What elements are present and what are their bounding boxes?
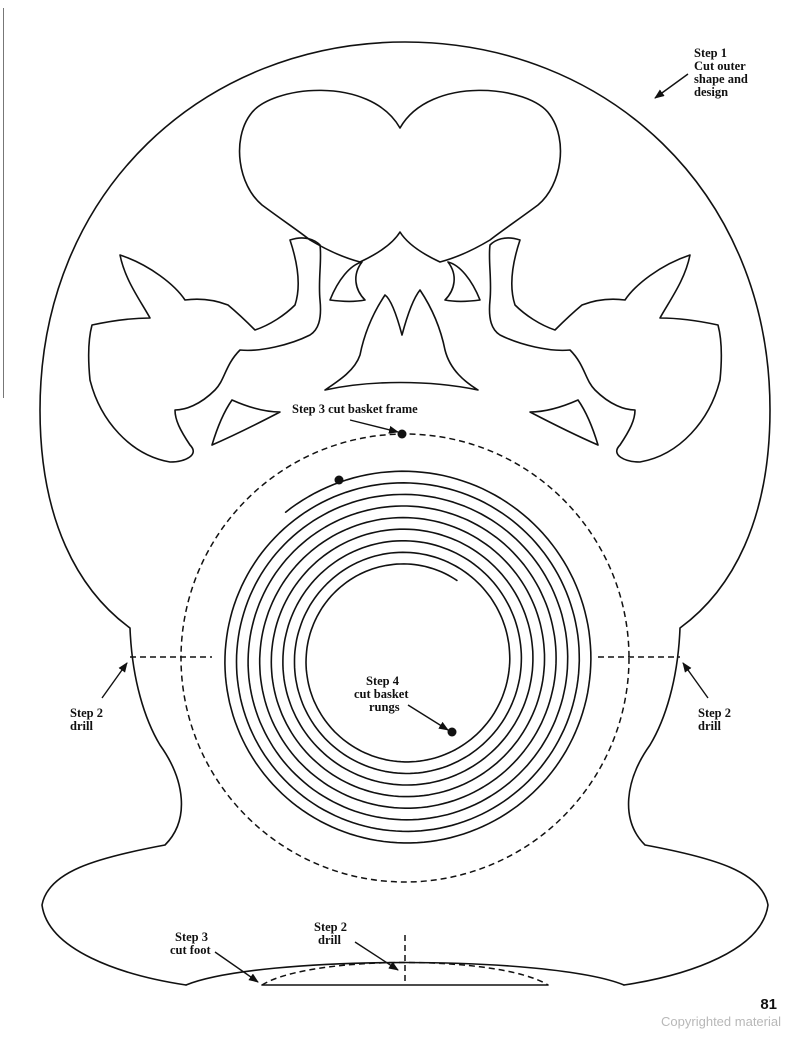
margin-rule (3, 8, 4, 398)
page-number: 81 (760, 996, 777, 1013)
foot-cut-line (261, 961, 549, 986)
spiral-start-dot (334, 475, 344, 485)
step3-frame-arrow (349, 419, 399, 434)
step2-right-label: Step 2 drill (698, 706, 734, 733)
step1-label: Step 1 Cut outer shape and design (694, 46, 751, 99)
step4-arrow (407, 704, 449, 731)
right-triangle-cutout (529, 399, 599, 446)
right-flame-cutout (444, 261, 481, 303)
step2-left-label: Step 2 drill (70, 706, 106, 733)
step2-left-arrow (101, 662, 128, 699)
left-flame-cutout (329, 261, 366, 303)
basket-rungs-spiral (224, 470, 592, 844)
spiral-end-dot (447, 727, 457, 737)
step2-bottom-label: Step 2 drill (314, 920, 350, 947)
step4-label: Step 4 cut basket rungs (354, 674, 412, 714)
step1-arrow (654, 73, 689, 99)
left-rooster-cutout (87, 237, 322, 463)
step2-right-arrow (682, 662, 709, 699)
center-tulip-cutout (324, 289, 479, 391)
right-rooster-cutout (488, 237, 723, 463)
step3-foot-label: Step 3 cut foot (170, 930, 211, 957)
copyright-notice: Copyrighted material (661, 1014, 781, 1029)
step2-bottom-arrow (354, 941, 399, 971)
outer-shape-outline (39, 41, 771, 986)
frame-start-dot (397, 429, 407, 439)
left-triangle-cutout (211, 399, 281, 446)
heart-cutout (238, 89, 562, 263)
step3-frame-label: Step 3 cut basket frame (292, 402, 418, 416)
step3-foot-arrow (214, 951, 259, 983)
